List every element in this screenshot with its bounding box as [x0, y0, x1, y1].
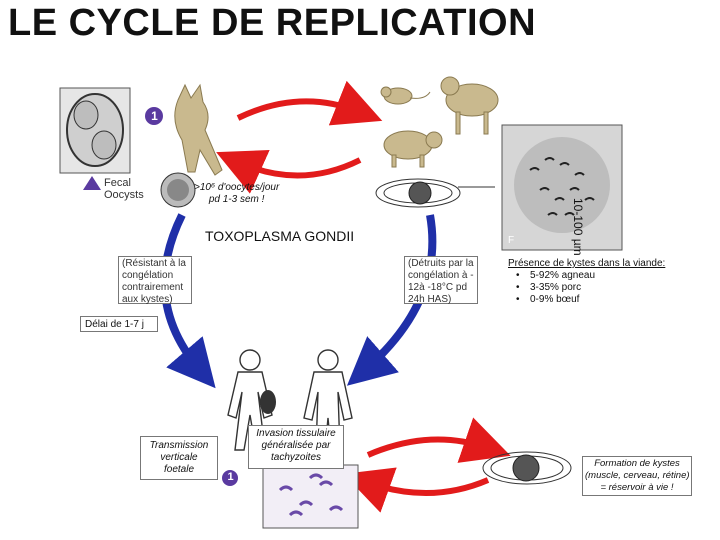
tissue-cyst-bottom — [482, 451, 572, 485]
oocyst-production-note: >10⁶ d'oocytes/jour pd 1-3 sem ! — [194, 182, 280, 205]
warning-badge — [83, 176, 101, 190]
sheep-illustration — [440, 76, 499, 135]
fecal-oocysts-label: Fecal Oocysts — [104, 177, 144, 201]
list-item: 5-92% agneau — [516, 270, 708, 282]
step-badge-top — [145, 107, 163, 125]
tachyzoite-micrograph — [262, 464, 359, 529]
vertical-transmission-box: Transmission verticale foetale — [140, 436, 218, 480]
scale-label: 10-100 µm — [571, 198, 585, 256]
step-badge-bottom — [222, 470, 238, 486]
cyst-micrograph — [501, 124, 623, 251]
pig-illustration — [383, 130, 443, 168]
meat-presence-block: Présence de kystes dans la viande: 5-92%… — [508, 258, 708, 306]
cat-illustration — [174, 83, 223, 176]
fetus-icon — [260, 390, 276, 414]
meat-presence-title: Présence de kystes dans la viande: — [508, 258, 666, 269]
meat-presence-list: 5-92% agneau 3-35% porc 0-9% bœuf — [508, 270, 708, 306]
step-number-bottom: 1 — [227, 471, 234, 483]
delay-box: Délai de 1-7 j — [80, 316, 158, 332]
red-arrow-top-right — [236, 80, 383, 126]
red-arrow-bottom-left — [343, 467, 490, 513]
page-title: LE CYCLE DE REPLICATION — [8, 2, 537, 44]
oocyst-photo — [59, 87, 131, 174]
photo-letter: F — [508, 235, 515, 246]
left-note-box: (Résistant à la congélation contrairemen… — [118, 256, 192, 305]
center-title: TOXOPLASMA GONDII — [205, 228, 355, 244]
oocyst-sample-center — [160, 172, 196, 208]
tissue-invasion-box: Invasion tissulaire généralisée par tach… — [248, 425, 344, 469]
tissue-cyst-top — [375, 178, 495, 208]
right-note-box: (Détruits par la congélation à - 12à -18… — [404, 256, 478, 305]
list-item: 3-35% porc — [516, 282, 708, 294]
rat-illustration — [380, 86, 431, 105]
red-arrow-bottom-right — [366, 417, 511, 463]
step-number-top: 1 — [151, 109, 158, 123]
cyst-formation-box: Formation de kystes (muscle, cerveau, ré… — [582, 456, 692, 496]
list-item: 0-9% bœuf — [516, 294, 708, 306]
red-arrow-top-left — [216, 149, 362, 194]
